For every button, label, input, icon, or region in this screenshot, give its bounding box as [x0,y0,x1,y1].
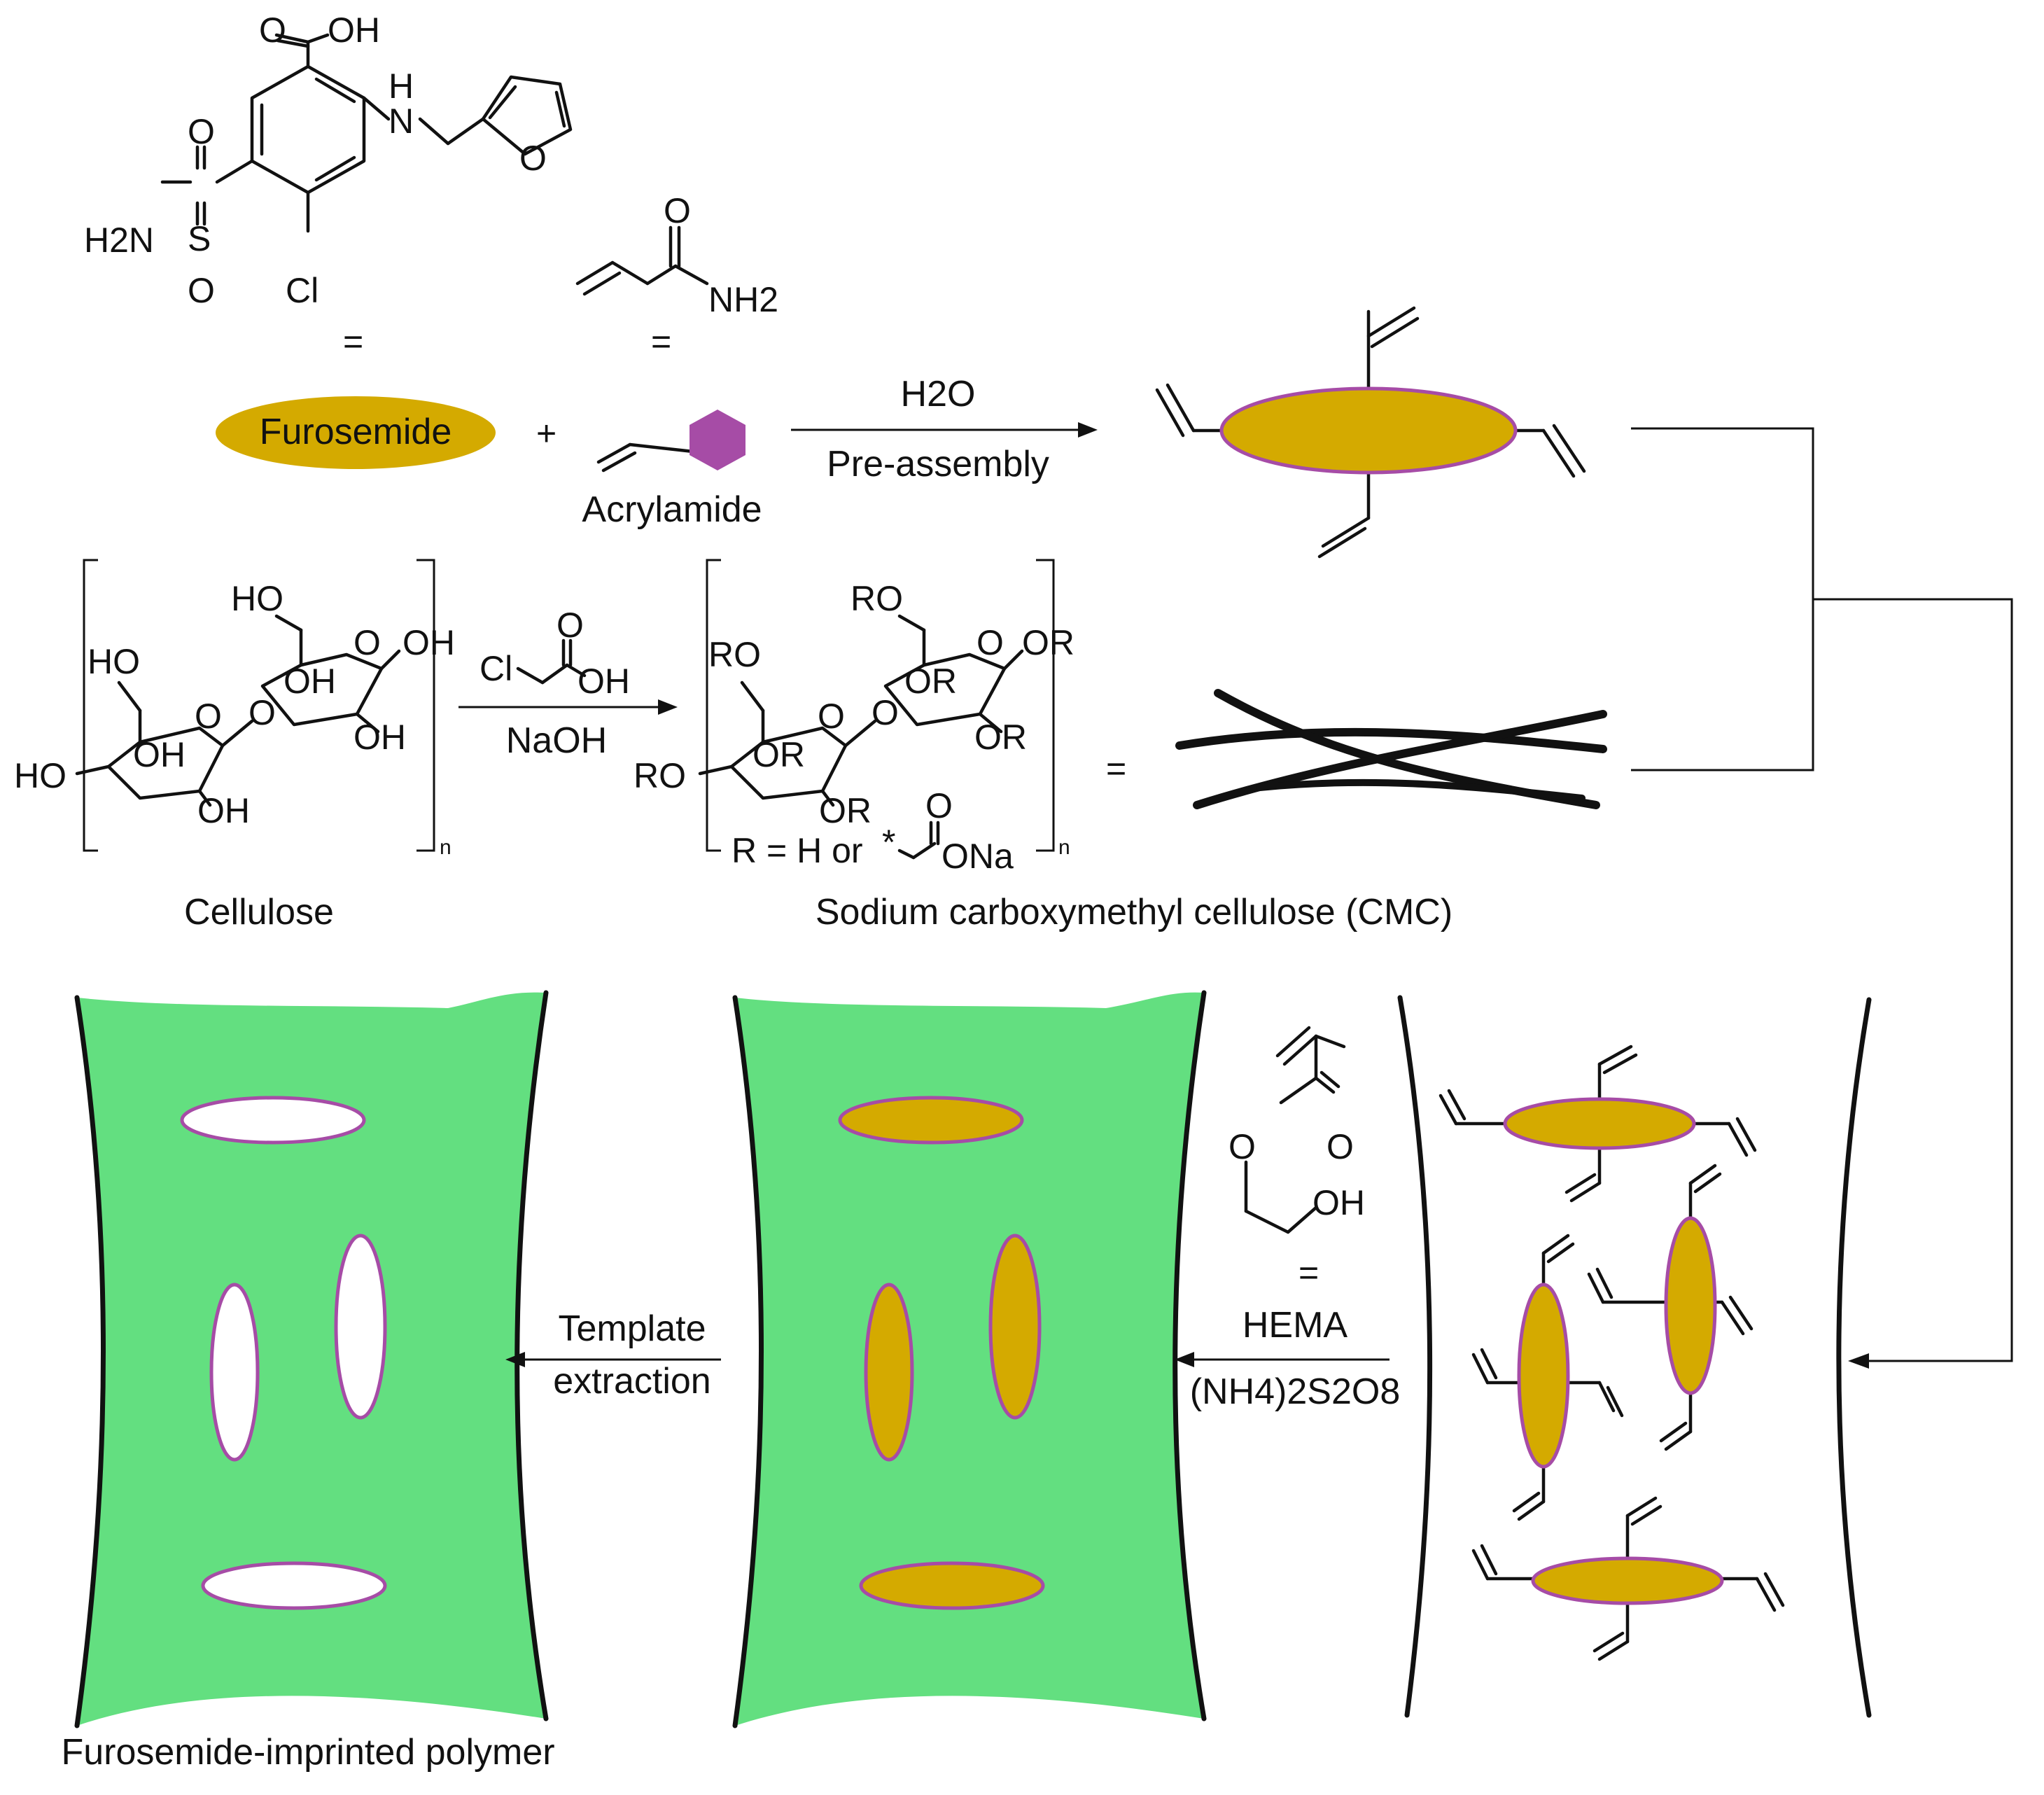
step4-line1: Template [559,1308,706,1349]
template-furosemide [859,1561,1045,1610]
cmc-substituent: * [882,823,895,862]
imprint-cavity [180,1096,366,1145]
cmc-substituent: ONa [941,837,1014,876]
cmc-subscript: n [1058,836,1070,859]
acrylamide-atom: NH2 [708,280,778,319]
furosemide-atom: OH [328,11,380,50]
template-furosemide [864,1283,914,1462]
chloroacetic-atom: OH [578,662,630,701]
cellulose-atom: OH [402,623,455,662]
hema-label: HEMA [1242,1305,1348,1346]
equals-sign: = [1298,1253,1319,1292]
imprint-cavity [201,1561,387,1610]
step1-below: Pre-assembly [827,444,1049,484]
step1-above: H2O [901,374,976,414]
template-furosemide [838,1096,1024,1145]
cellulose-subscript: n [440,836,451,859]
furosemide-atom: S [188,219,211,258]
furosemide-label: Furosemide [260,412,452,452]
furosemide-atom: O [259,11,286,50]
cellulose-atom: HO [14,756,66,795]
arrow-carboxymethylation [458,699,678,715]
furosemide-atom: H2N [84,221,154,260]
cellulose-atom: OH [284,662,336,701]
cellulose-atom: O [248,693,276,732]
arrow-template-extraction [505,1352,721,1367]
acrylamide-label: Acrylamide [582,489,762,530]
arrow-polymerization [1175,1352,1390,1367]
furosemide-atom: O [519,139,547,178]
furosemide-ellipse [216,396,496,469]
cmc-gel-with-complexes [1397,995,1872,1718]
acrylamide-structure: O NH2 [575,191,778,319]
cellulose-atom: O [354,623,381,662]
hema-initiator: (NH4)2S2O8 [1190,1371,1401,1412]
imprinted-polymer-block [74,990,549,1728]
cellulose-label: Cellulose [184,892,334,933]
cmc-atom: RO [708,635,761,674]
cmc-atom: O [872,693,899,732]
cellulose-atom: OH [354,718,406,757]
cellulose-atom: O [195,697,222,736]
cmc-atom: OR [819,791,872,830]
furosemide-structure: O OH H N O O H2N S O Cl [84,11,573,310]
cmc-substituent: O [925,786,953,825]
cmc-atom: O [818,697,845,736]
furosemide-atom: N [388,102,414,141]
equals-sign: = [343,322,363,361]
cellulose-structure: HO O OH HO OH OH O O OH HO OH OH n [14,559,455,859]
hema-structure: O O OH [1228,1026,1365,1234]
furosemide-atom: Cl [286,271,318,310]
cmc-label: Sodium carboxymethyl cellulose (CMC) [816,892,1452,933]
cmc-atom: O [976,623,1004,662]
cmc-structure: RO O OR RO OR OR O O OR RO OR OR R = H o… [634,559,1074,876]
cellulose-atom: OH [197,791,250,830]
imprint-cavity [209,1283,260,1462]
chloroacetic-atom: Cl [479,649,512,688]
template-furosemide [988,1234,1042,1420]
cellulose-atom: HO [231,579,284,618]
hema-atom: O [1326,1127,1354,1166]
acrylamide-atom: O [664,191,691,230]
step4-line2: extraction [553,1361,710,1402]
mip-label: Furosemide-imprinted polymer [61,1732,554,1773]
cmc-atom: OR [1022,623,1074,662]
cmc-atom: OR [752,735,805,774]
equals-sign: = [1106,749,1126,788]
arrow-preassembly [791,422,1098,438]
cmc-atom: OR [974,718,1027,757]
preassembled-complex [1155,306,1586,559]
hema-atom: OH [1312,1183,1365,1222]
cmc-atom: RO [634,756,686,795]
plus-sign: + [536,414,556,453]
furosemide-atom: O [188,112,215,151]
equals-sign: = [651,322,671,361]
template-polymer-block [732,990,1207,1728]
cmc-r-definition: R = H or [732,831,863,870]
cellulose-atom: HO [88,642,140,681]
chloroacetic-atom: O [556,606,584,645]
cmc-atom: OR [904,662,957,701]
cmc-atom: RO [850,579,903,618]
hema-atom: O [1228,1127,1256,1166]
furosemide-atom: O [188,271,215,310]
cellulose-atom: OH [133,735,186,774]
connector-lines [1631,427,2013,1369]
cmc-chains-icon [1175,689,1607,809]
furosemide-atom: H [388,67,414,106]
chloroacetic-acid: O Cl OH [479,606,630,701]
imprint-cavity [334,1234,387,1420]
acrylamide-icon [596,410,746,473]
step2-below: NaOH [506,720,607,761]
